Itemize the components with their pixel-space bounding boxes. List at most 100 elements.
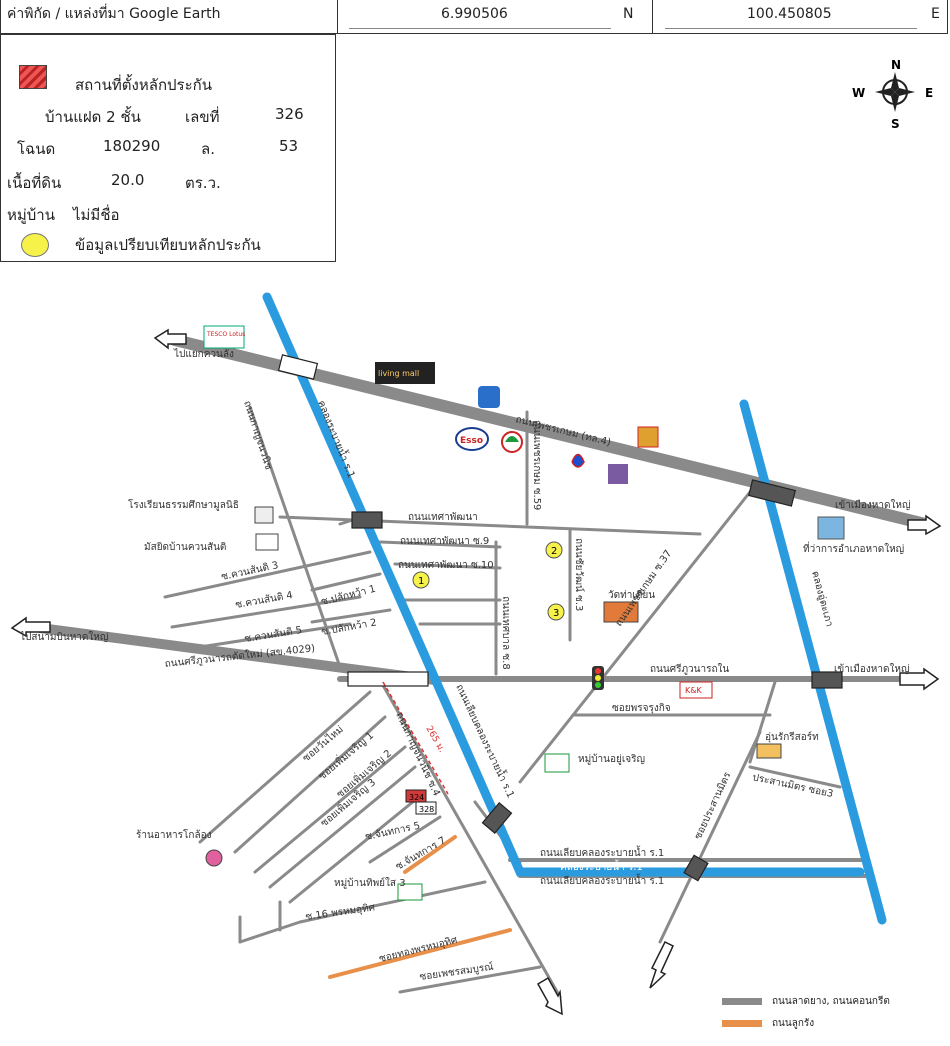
label-to-hatyai-mid: เข้าเมืองหาดใหญ่ xyxy=(834,663,909,675)
dirt-road-swatch xyxy=(722,1020,762,1027)
kanchanawanich-road xyxy=(378,678,562,999)
location-map: 324 328 265 ม. 1 2 3 TESCO Lotus living … xyxy=(10,292,942,1016)
thetsaphatthana-road xyxy=(278,515,702,536)
kk-logo: K&K xyxy=(685,686,702,695)
bank-icon xyxy=(637,426,659,448)
label-school: โรงเรียนธรรมศึกษามูลนิธิ xyxy=(128,498,239,511)
traffic-light-icon xyxy=(592,666,604,690)
label-thetsa-9: ถนนเทศาพัฒนา ซ.9 xyxy=(400,536,489,547)
collateral-hatch-icon xyxy=(19,65,47,89)
coords-source-label: ค่าพิกัด / แหล่งที่มา Google Earth xyxy=(7,6,221,22)
deed-value: 180290 xyxy=(103,137,161,155)
number-value: 326 xyxy=(275,105,304,123)
arrows xyxy=(10,328,942,1016)
canal-utapao xyxy=(739,399,887,925)
label-phetkasem-59: ถนนเพชรเกษม ซ.59 xyxy=(531,420,542,510)
compass-s: S xyxy=(891,117,900,131)
compass-e: E xyxy=(925,86,933,100)
ptt-icon xyxy=(571,453,585,468)
paved-road-swatch xyxy=(722,998,762,1005)
paved-road-label: ถนนลาดยาง, ถนนคอนกรีต xyxy=(772,996,890,1007)
landmarks: TESCO Lotus living mall Esso K&K xyxy=(203,325,845,901)
arrow-south-icon xyxy=(649,940,674,989)
comparison-label: ข้อมูลเปรียบเทียบหลักประกัน xyxy=(75,236,261,254)
resort-icon xyxy=(756,743,782,759)
arrow-west-icon xyxy=(10,616,51,638)
phetkasem-37-road xyxy=(518,490,752,784)
temple-icon xyxy=(603,601,639,623)
underline xyxy=(665,28,917,29)
label-canal-road-b: ถนนเลียบคลองระบายน้ำ ร.1 xyxy=(540,845,664,859)
area-label: เนื้อที่ดิน xyxy=(7,174,62,192)
label-restaurant: ร้านอาหารโกล้อง xyxy=(136,828,212,841)
longitude-value: 100.450805 xyxy=(747,6,832,22)
coordinates-bar: ค่าพิกัด / แหล่งที่มา Google Earth 6.990… xyxy=(0,0,948,34)
label-canal-road-c: ถนนเลียบคลองระบายน้ำ ร.1 xyxy=(540,873,664,887)
latitude-value: 6.990506 xyxy=(441,6,508,22)
label-road-left: ถนนกาญจนวนิช xyxy=(241,400,274,472)
label-soi-charoensuk: ซอยพรจรุงกิจ xyxy=(612,703,671,714)
latitude-direction: N xyxy=(623,6,634,22)
airport-road xyxy=(35,623,440,685)
dirt-road-label: ถนนลูกรัง xyxy=(772,1018,815,1029)
house-number-a: 324 xyxy=(409,793,424,802)
label-thetsa-10: ถนนเทศาพัฒนา ซ.10 xyxy=(398,560,494,571)
area-value: 20.0 xyxy=(111,171,145,189)
label-srikusuan: ถนนศรีภูวนารถใน xyxy=(650,663,729,675)
label-phromuthit-16: ซ.16 พรหมอุทิศ xyxy=(305,902,376,923)
label-kuanshanti-5: ซ.ควนสันติ 5 xyxy=(244,625,303,645)
village-value: ไม่มีชื่อ xyxy=(73,206,120,224)
deed-label: โฉนด xyxy=(17,140,56,158)
tesco-logo: TESCO Lotus xyxy=(206,331,245,338)
distance-label: 265 ม. xyxy=(423,725,446,755)
restaurant-icon xyxy=(205,849,223,867)
label-thetsaphatthana: ถนนเทศาพัฒนา xyxy=(408,512,478,523)
building-type: บ้านแฝด 2 ชั้น xyxy=(45,108,141,126)
compass-rose-icon: N S W E xyxy=(852,58,933,131)
label-village-yoocharoen: หมู่บ้านอยู่เจริญ xyxy=(578,753,645,765)
arrow-east-icon xyxy=(907,514,942,536)
arrow-south-icon xyxy=(536,976,563,1016)
label-district-office: ที่ว่าการอำเภอหาดใหญ่ xyxy=(803,541,904,555)
lot-value: 53 xyxy=(279,137,299,155)
canal-r1 xyxy=(262,292,865,877)
label-canal-r1: คลองระบายน้ำ ร.1 xyxy=(560,859,643,873)
bridges xyxy=(277,354,843,882)
comparison-circle-icon xyxy=(21,233,49,257)
label-mosque: มัสยิดบ้านควนสันติ xyxy=(144,541,226,553)
label-soi-phetsamboon: ซอยเพชรสมบูรณ์ xyxy=(419,961,494,983)
bank-icon xyxy=(478,386,500,408)
compass-w: W xyxy=(852,86,865,100)
longitude-direction: E xyxy=(931,6,940,22)
dirt-roads xyxy=(328,835,512,979)
mosque-icon xyxy=(255,533,279,551)
label-canal-utapao: คลองอู่ตะเภา xyxy=(809,570,834,628)
village-label: หมู่บ้าน xyxy=(7,206,55,224)
house-icon xyxy=(397,883,423,901)
arrow-east-icon xyxy=(899,667,940,691)
lot-label: ล. xyxy=(201,140,215,158)
label-kanchanawanich-4: ถนนกาญจนวนิช ซ.4 xyxy=(393,711,442,798)
house-icon xyxy=(544,753,570,773)
comparison-2: 2 xyxy=(551,546,557,557)
arrow-west-icon xyxy=(153,328,187,350)
label-soi-8: ถนนเทศบาล ซ.8 xyxy=(500,596,511,670)
divider xyxy=(652,0,653,34)
house-number-b: 328 xyxy=(419,805,434,814)
underline xyxy=(349,28,611,29)
label-to-tesco: ไปแยกควนลัง xyxy=(173,348,234,360)
label-chaiwan-3: ถนนชัยวัฒน์ ซ.3 xyxy=(573,538,585,611)
collateral-label: สถานที่ตั้งหลักประกัน xyxy=(75,76,212,94)
area-unit: ตร.ว. xyxy=(185,174,221,192)
label-village-thipsai: หมู่บ้านทิพย์ใส 3 xyxy=(334,877,406,889)
school-icon xyxy=(254,506,274,524)
comparison-markers: 1 2 3 xyxy=(412,541,565,621)
district-office-icon xyxy=(817,516,845,540)
label-resort: อุ่นรักรีสอร์ท xyxy=(765,731,819,743)
compass-n: N xyxy=(891,58,901,72)
property-legend: สถานที่ตั้งหลักประกัน บ้านแฝด 2 ชั้น เลข… xyxy=(0,34,336,262)
number-label: เลขที่ xyxy=(185,108,220,126)
esso-logo: Esso xyxy=(460,436,483,446)
label-to-hatyai: เข้าเมืองหาดใหญ่ xyxy=(835,499,910,511)
label-wat: วัดท่าเคียน xyxy=(608,589,655,601)
